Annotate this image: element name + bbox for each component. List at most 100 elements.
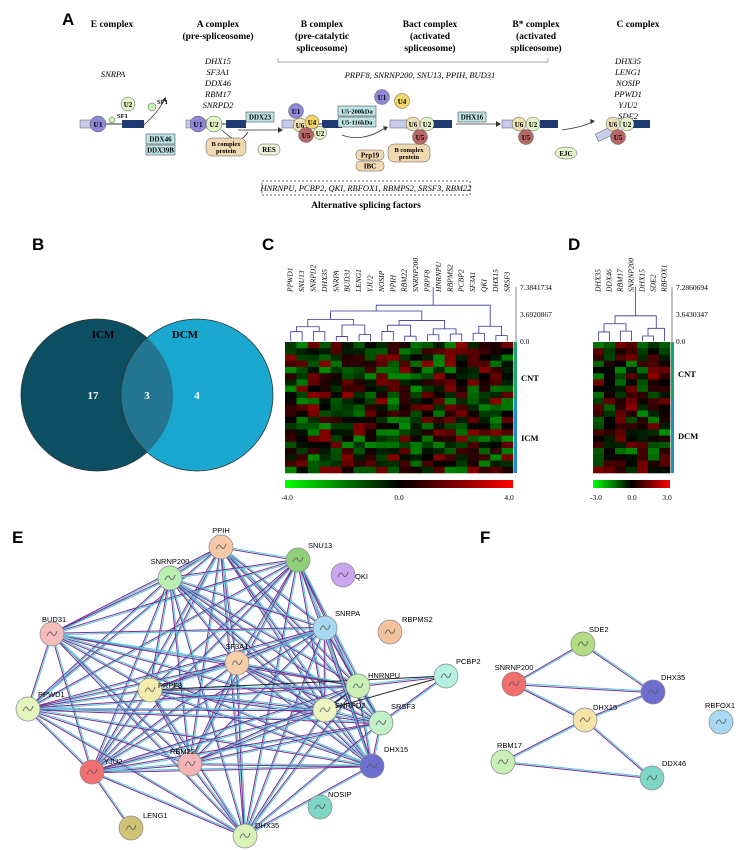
u2-free — [120, 96, 136, 112]
c-heat-cell — [296, 348, 309, 355]
d-heat-cell — [659, 448, 671, 455]
c-heat-cell — [399, 398, 411, 405]
d-heat-cell — [648, 360, 660, 368]
c-heat-cell — [399, 379, 411, 386]
c-heat-cell — [296, 441, 309, 449]
e-node-label: HNRNPU — [368, 671, 400, 680]
c-heat-cell — [467, 416, 480, 424]
f-node-structure-icon — [497, 758, 509, 765]
c-heat-cell — [387, 448, 400, 455]
alt-splicing-title: Alternative splicing factors — [311, 201, 421, 211]
d-heat-cell — [637, 398, 649, 405]
c-heat-cell — [501, 404, 514, 411]
c-heat-cell — [376, 348, 388, 355]
c-heat-cell — [444, 404, 457, 411]
panel-letter-f: F — [480, 528, 491, 547]
c-heat-cell — [319, 466, 331, 474]
d-heat-cell — [615, 404, 627, 411]
d-heat-cell — [626, 391, 638, 399]
c-heat-cell — [387, 348, 400, 355]
e-edge — [150, 547, 223, 691]
e-node-label: SF3A1 — [226, 642, 249, 651]
c-heat-cell — [433, 373, 445, 380]
c-heat-cell — [307, 398, 320, 405]
c-heat-cell — [330, 410, 343, 418]
d-heat-cell — [604, 460, 616, 468]
e-node-structure-icon — [337, 571, 349, 578]
c-heat-cell — [501, 348, 514, 355]
c-heat-cell — [478, 366, 491, 374]
c-heat-cell — [364, 441, 377, 449]
c-heat-cell — [353, 366, 366, 374]
d-heat-cell — [604, 466, 616, 474]
svg-text:U1: U1 — [193, 120, 202, 129]
d-heat-cell — [626, 342, 638, 349]
d-heat-cell — [659, 441, 671, 449]
c-heat-cell — [319, 398, 331, 405]
c-heat-cell — [296, 448, 309, 455]
e-node-label: DHX15 — [384, 745, 408, 754]
e-edge — [190, 762, 373, 766]
c-heat-cell — [478, 454, 491, 461]
d-heat-cell — [604, 373, 616, 380]
c-heat-cell — [342, 435, 354, 443]
c-heat-cell — [307, 366, 320, 374]
c-heat-cell — [342, 360, 354, 368]
c-heat-cell — [490, 460, 502, 468]
c-heat-cell — [364, 385, 377, 393]
d-gene-label: SDE2 — [649, 274, 658, 292]
svg-text:SF1: SF1 — [117, 113, 128, 120]
c-heat-cell — [421, 404, 434, 411]
c-dendrogram-branch — [427, 334, 440, 341]
c-heat-cell — [467, 354, 480, 362]
c-heat-cell — [478, 360, 491, 368]
c-heat-cell — [433, 441, 445, 449]
c-heat-cell — [376, 373, 388, 380]
c-heat-cell — [421, 423, 434, 430]
d-heat-cell — [604, 454, 616, 461]
stage-bstar-title: B* complex — [512, 20, 559, 30]
c-heat-cell — [364, 398, 377, 405]
c-heat-cell — [296, 416, 309, 424]
c-heat-cell — [319, 404, 331, 411]
c-heat-cell — [456, 373, 468, 380]
e-node-label: RBM22 — [170, 747, 195, 756]
d-dendrogram-branch — [603, 323, 627, 332]
c-heat-cell — [307, 435, 320, 443]
e-edge — [296, 560, 372, 767]
prp19-box: Prp19 IBC — [355, 149, 385, 172]
d-heat-cell — [604, 448, 616, 455]
e-edge — [27, 688, 150, 709]
u4-released — [394, 93, 410, 109]
e-edge — [188, 662, 237, 764]
svg-text:U6: U6 — [296, 122, 305, 130]
c-heat-cell — [433, 423, 445, 430]
d-heat-cell — [615, 360, 627, 368]
e-node-label: SNRPD2 — [335, 701, 365, 710]
c-heat-cell — [490, 435, 502, 443]
c-heat-cell — [490, 416, 502, 424]
d-colorbar-min: -3.0 — [590, 493, 602, 502]
c-heat-cell — [456, 429, 468, 436]
c-heat-cell — [307, 354, 320, 362]
c-gene-label: NOSIP — [377, 270, 386, 293]
d-group-dcm: DCM — [678, 431, 698, 441]
svg-text:DDX23: DDX23 — [249, 114, 272, 122]
c-heat-cell — [387, 398, 400, 405]
c-heat-cell — [285, 342, 297, 349]
c-heat-cell — [353, 379, 366, 386]
b-complex-protein-2: B complex protein — [387, 143, 431, 163]
f-edge — [503, 760, 653, 778]
svg-text:U2: U2 — [209, 120, 218, 129]
c-heat-cell — [296, 429, 309, 436]
c-gene-label: YJU2 — [366, 275, 375, 292]
c-heat-cell — [376, 366, 388, 374]
c-heat-cell — [399, 423, 411, 430]
d-heat-cell — [593, 448, 605, 455]
e-edge — [90, 577, 170, 772]
svg-text:U5: U5 — [614, 134, 623, 142]
e-edge — [381, 676, 447, 724]
e-edge — [91, 708, 325, 772]
